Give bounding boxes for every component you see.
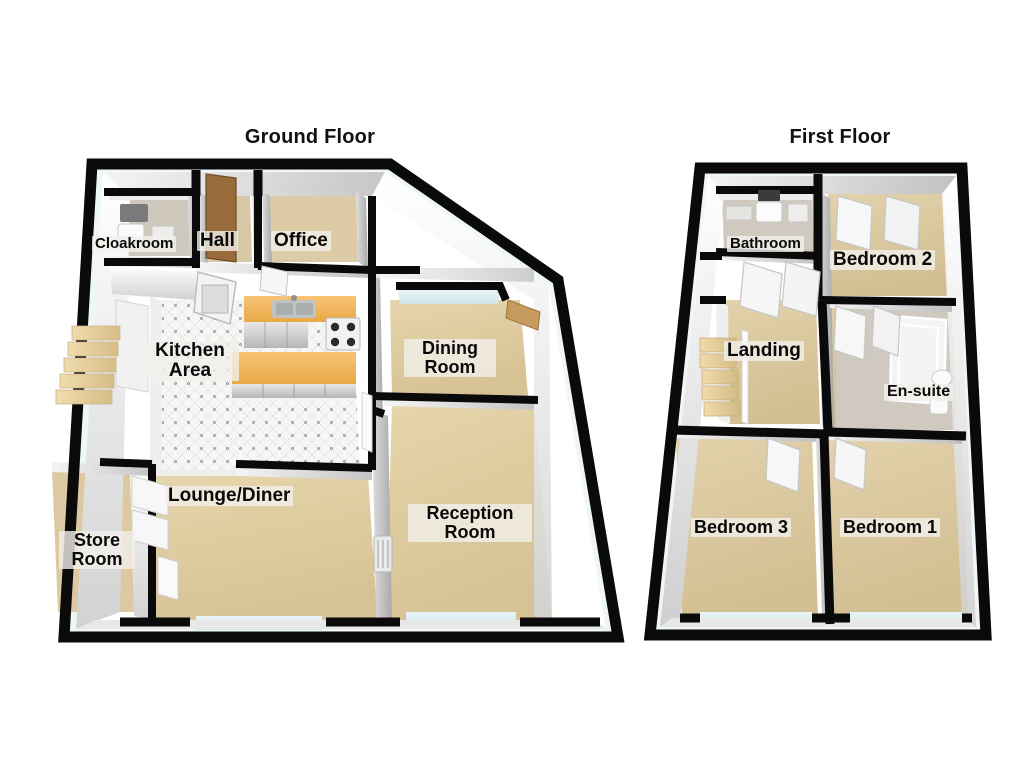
store-label-line2: Room — [71, 549, 123, 570]
bathroom-basin — [755, 201, 783, 223]
kitchen-fixtures — [115, 295, 361, 398]
bathroom-fixtures — [725, 190, 809, 223]
dining-label-line2: Room — [424, 357, 476, 378]
kitchen-label-line2: Area — [168, 360, 212, 382]
store-label-line1: Store — [73, 530, 120, 550]
room-label-reception: Reception Room — [408, 503, 532, 543]
first-floor-title: First Floor — [789, 126, 891, 148]
cloakroom-wc — [120, 204, 148, 222]
lounge-floor — [142, 476, 378, 628]
bathroom-mirror — [758, 190, 780, 201]
bathroom-bath — [725, 205, 753, 221]
room-label-landing: Landing — [724, 340, 804, 362]
first-wall-outline — [643, 162, 992, 641]
room-label-bedroom3: Bedroom 3 — [691, 517, 792, 538]
kitchen-island — [232, 352, 356, 384]
ground-floor-title: Ground Floor — [244, 126, 376, 148]
room-label-bathroom: Bathroom — [727, 236, 804, 252]
room-label-office: Office — [271, 230, 331, 252]
first-doors — [739, 195, 921, 493]
room-label-dining: Dining Room — [404, 338, 496, 378]
room-label-bedroom2: Bedroom 2 — [830, 249, 936, 271]
room-label-store: Store Room — [59, 530, 135, 570]
staircase-ground — [55, 325, 121, 405]
dining-label-line1: Dining — [422, 338, 478, 358]
reception-label-line1: Reception — [426, 503, 514, 523]
kitchen-label-line1: Kitchen — [155, 340, 225, 361]
room-label-bedroom1: Bedroom 1 — [840, 517, 941, 538]
room-label-kitchen: Kitchen Area — [141, 340, 239, 382]
room-label-ensuite: En-suite — [884, 383, 954, 401]
reception-label-line2: Room — [444, 522, 496, 543]
room-label-hall: Hall — [197, 230, 238, 252]
ground-doors — [131, 173, 541, 601]
room-label-cloakroom: Cloakroom — [92, 236, 177, 252]
room-label-lounge: Lounge/Diner — [165, 485, 294, 507]
